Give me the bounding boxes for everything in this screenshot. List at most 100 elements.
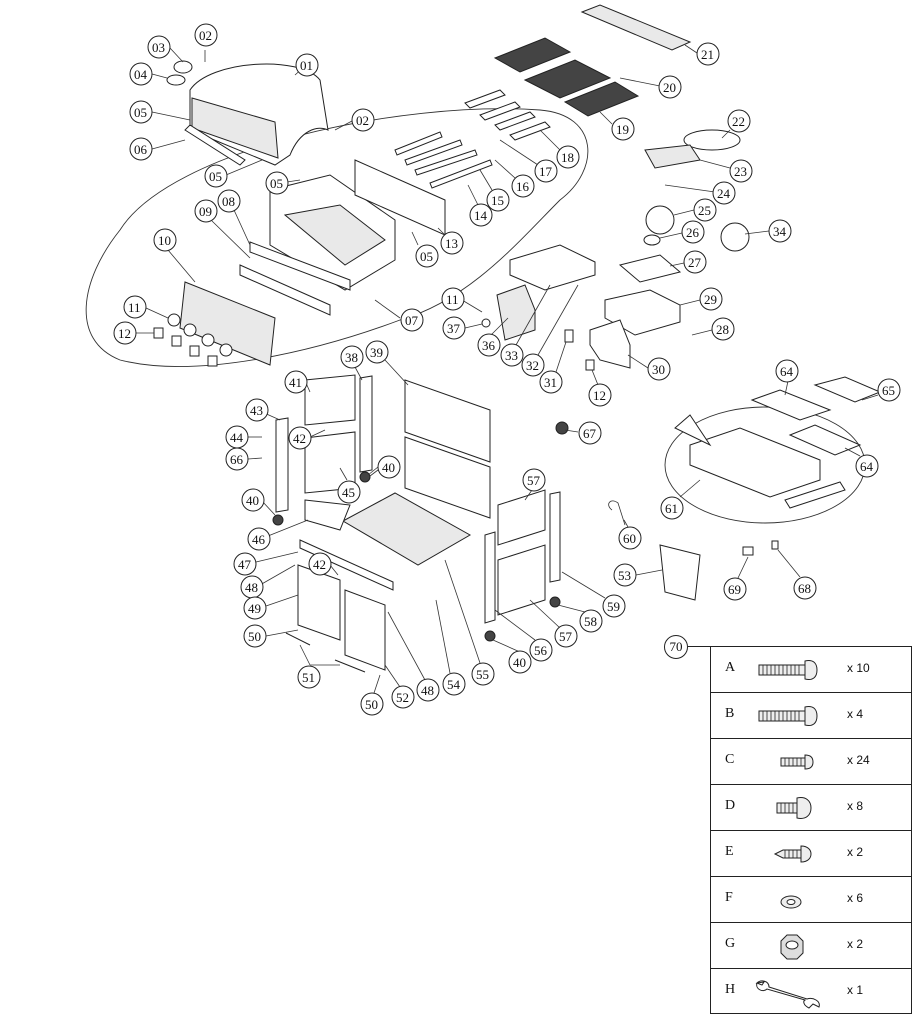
hardware-pack-table: A x 10 B x 4 C x 24 D x 8 [710,646,912,1014]
callout-13: 13 [437,227,464,255]
svg-text:14: 14 [474,208,488,223]
hardware-quantity: x 24 [847,753,870,767]
callout-41: 41 [284,370,311,394]
hardware-row-e: E x 2 [711,831,911,877]
callout-34: 34 [744,219,792,243]
long-bolt-icon [758,660,818,680]
callout-11-right: 11 [441,287,483,313]
svg-text:58: 58 [584,614,597,629]
callout-18: 18 [539,129,580,169]
svg-text:12: 12 [118,326,131,341]
hardware-row-a: A x 10 [711,647,911,693]
svg-text:31: 31 [544,375,557,390]
svg-text:34: 34 [773,224,787,239]
callout-06: 06 [129,137,186,161]
callout-28: 28 [691,317,735,341]
svg-text:40: 40 [246,493,259,508]
hardware-quantity: x 1 [847,983,864,997]
callout-20: 20 [619,75,682,99]
svg-text:22: 22 [732,114,745,129]
callout-48-right: 48 [387,611,440,702]
svg-text:41: 41 [289,375,302,390]
callout-54: 54 [435,599,466,696]
callout-05-bottom: 05 [204,159,263,188]
callout-03: 03 [147,35,184,63]
callout-38: 38 [340,345,364,381]
svg-text:47: 47 [238,557,252,572]
svg-text:42: 42 [313,557,326,572]
hardware-letter: A [725,660,736,675]
callout-56: 56 [494,609,553,662]
callout-52: 52 [384,664,415,709]
callout-51: 51 [297,644,340,689]
flame-tamers-part [464,89,551,141]
hardware-letter: B [725,706,735,721]
callout-05-firebox: 05 [265,171,301,195]
wrench-icon [755,980,820,1009]
callout-17: 17 [499,139,558,183]
svg-text:30: 30 [652,362,665,377]
callout-08: 08 [217,189,251,246]
igniter-part [742,546,754,556]
svg-text:61: 61 [665,501,678,516]
callout-47: 47 [233,551,299,576]
svg-text:05: 05 [420,249,433,264]
svg-text:55: 55 [476,667,489,682]
tapping-screw-icon [773,845,812,863]
svg-text:48: 48 [245,580,258,595]
hardware-row-g: G x 2 [711,923,911,969]
hardware-letter: C [725,752,735,767]
callout-40-right [369,469,379,477]
svg-text:05: 05 [134,105,147,120]
grease-cups-part [304,499,351,531]
svg-text:46: 46 [252,532,266,547]
callout-42-top: 42 [288,426,326,450]
svg-text:52: 52 [396,690,409,705]
callout-64-top: 64 [775,359,799,396]
lid-part [189,63,329,166]
svg-text:60: 60 [623,531,636,546]
svg-text:01: 01 [300,58,313,73]
svg-text:54: 54 [447,677,461,692]
callout-21: 21 [684,42,720,66]
svg-text:12: 12 [593,388,606,403]
svg-text:64: 64 [860,459,874,474]
side-shelf-parts [674,376,882,509]
svg-text:25: 25 [698,203,711,218]
svg-text:16: 16 [516,179,530,194]
short-bolt-icon [776,797,812,819]
callout-15: 15 [479,169,510,212]
svg-text:26: 26 [686,225,700,240]
callout-58: 58 [557,604,603,633]
svg-text:27: 27 [688,255,702,270]
callout-65: 65 [861,378,901,402]
callout-29: 29 [679,287,723,311]
callout-66: 66 [225,447,263,471]
washer-icon [780,895,802,909]
svg-text:24: 24 [717,186,731,201]
svg-text:36: 36 [482,338,496,353]
svg-text:65: 65 [882,383,895,398]
svg-text:53: 53 [618,568,631,583]
svg-text:48: 48 [421,683,434,698]
svg-text:02: 02 [356,113,369,128]
manifold-part [239,241,351,316]
callout-59: 59 [561,571,626,618]
svg-text:37: 37 [447,321,461,336]
svg-text:13: 13 [445,236,458,251]
svg-text:15: 15 [491,193,504,208]
thermometer-part [166,60,193,86]
callout-02-right: 02 [334,108,375,132]
callout-27: 27 [669,250,707,274]
svg-text:32: 32 [526,358,539,373]
svg-text:64: 64 [780,364,794,379]
callout-68: 68 [777,549,817,600]
callout-36: 36 [477,317,509,357]
callout-49: 49 [243,594,299,620]
svg-text:51: 51 [302,670,315,685]
callout-24: 24 [664,181,736,205]
callout-12-left: 12 [113,321,154,345]
hardware-quantity: x 8 [847,799,864,813]
